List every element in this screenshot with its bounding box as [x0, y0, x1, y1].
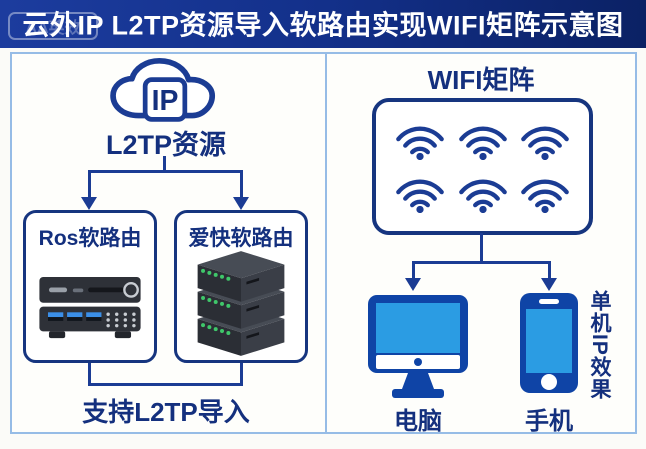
connector-up-ikuai — [240, 363, 243, 386]
panel-divider — [325, 54, 327, 432]
connector-up-ros — [88, 363, 91, 386]
title-banner: AA英效 云外IP L2TP资源导入软路由实现WIFI矩阵示意图 — [0, 0, 646, 48]
pc-label: 电脑 — [394, 408, 442, 435]
phone-label: 手机 — [525, 408, 573, 435]
connector-stub-left — [163, 156, 166, 172]
wifi-signal-icon — [520, 126, 569, 160]
cloud-ip-badge-text: IP — [152, 85, 179, 117]
arrowhead-pc — [405, 278, 421, 291]
l2tp-source-label: L2TP资源 — [105, 130, 226, 160]
wifi-matrix-title: WIFI矩阵 — [427, 65, 535, 95]
watermark-text: AA英效 — [25, 20, 81, 37]
smartphone-icon — [520, 293, 578, 393]
ros-router-title: Ros软路由 — [38, 227, 142, 250]
arrowhead-ikuai — [233, 197, 249, 210]
rack-router-image — [39, 277, 141, 339]
server-stack-image — [197, 251, 285, 356]
server-unit-top — [197, 251, 285, 302]
single-ip-note: 单机IP效果 — [588, 290, 611, 400]
wifi-row-2 — [384, 173, 581, 214]
l2tp-import-label: 支持L2TP导入 — [82, 397, 250, 427]
wifi-signal-icon — [396, 179, 445, 214]
arrowhead-ros — [81, 197, 97, 210]
desktop-computer-icon — [368, 295, 468, 398]
connector-branch-right — [412, 261, 551, 264]
connector-stub-right — [480, 233, 483, 263]
ikuai-router-title: 爱快软路由 — [188, 227, 294, 250]
cloud-ip-icon: IP — [110, 57, 216, 122]
watermark-badge: AA英效 — [8, 12, 98, 40]
arrowhead-phone — [541, 278, 557, 291]
connector-drop-phone — [548, 261, 551, 279]
wifi-matrix-box — [372, 98, 593, 235]
connector-join-bottom — [88, 383, 243, 386]
connector-drop-ikuai — [240, 170, 243, 198]
ros-router-box: Ros软路由 — [23, 210, 157, 363]
connector-drop-pc — [412, 261, 415, 279]
wifi-row-1 — [384, 120, 581, 160]
connector-branch-left — [88, 170, 243, 173]
ikuai-router-box: 爱快软路由 — [174, 210, 308, 363]
wifi-signal-icon — [458, 179, 507, 214]
wifi-signal-icon — [396, 126, 445, 160]
page-title: 云外IP L2TP资源导入软路由实现WIFI矩阵示意图 — [22, 10, 624, 41]
wifi-signal-icon — [520, 179, 569, 214]
connector-drop-ros — [88, 170, 91, 198]
wifi-signal-icon — [458, 126, 507, 160]
